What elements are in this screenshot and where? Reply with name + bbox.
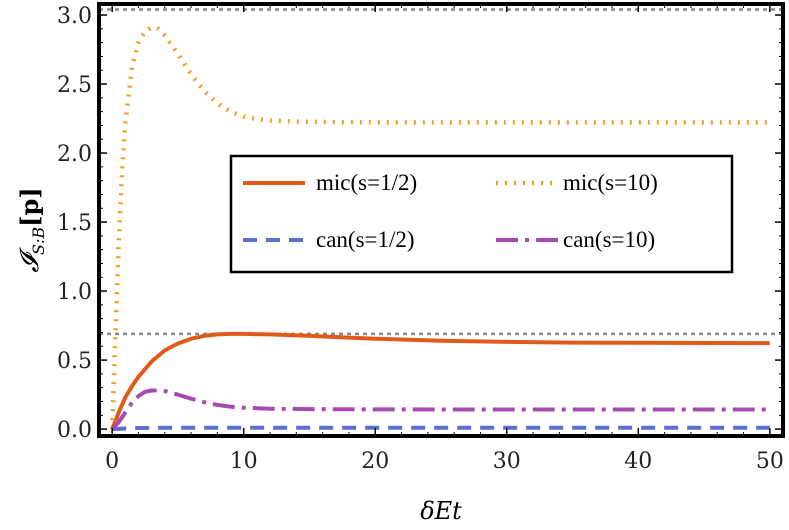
x-tick-label: 20	[361, 449, 389, 474]
series-line	[112, 425, 770, 432]
legend-label: can(s=10)	[563, 227, 655, 252]
x-tick-label: 10	[230, 449, 258, 474]
y-tick-label: 1.5	[57, 211, 92, 236]
x-tick-label: 40	[624, 449, 652, 474]
y-tick-label: 0.5	[57, 349, 92, 374]
legend-label: mic(s=1/2)	[316, 170, 417, 195]
legend-label: can(s=1/2)	[316, 227, 415, 252]
x-axis-title: δEt	[420, 497, 462, 525]
series-line	[109, 25, 770, 430]
series-line	[110, 388, 770, 431]
plot-frame	[97, 2, 785, 438]
legend-box	[229, 154, 734, 274]
legend: mic(s=1/2) mic(s=10) can(s=1/2) can(s=10)	[229, 154, 734, 274]
y-axis-title-tail: [p]	[15, 187, 44, 227]
x-tick-label: 30	[493, 449, 521, 474]
y-tick-label: 3.0	[57, 4, 92, 29]
series-layer	[109, 25, 770, 432]
y-tick-label: 2.5	[57, 73, 92, 98]
y-tick-label: 0.0	[57, 418, 92, 443]
series-line	[110, 331, 770, 430]
y-axis-title-sub: S:B	[29, 227, 48, 255]
y-axis-title: 𝓘S:B[p]	[15, 187, 48, 272]
x-axis: 0 10 20 30 40 50	[105, 4, 784, 474]
y-axis: 0.0 0.5 1.0 1.5 2.0 2.5 3.0	[57, 4, 783, 443]
y-tick-label: 2.0	[57, 142, 92, 167]
x-tick-label: 50	[756, 449, 784, 474]
y-tick-label: 1.0	[57, 280, 92, 305]
legend-label: mic(s=10)	[563, 170, 658, 195]
x-tick-label: 0	[105, 449, 119, 474]
